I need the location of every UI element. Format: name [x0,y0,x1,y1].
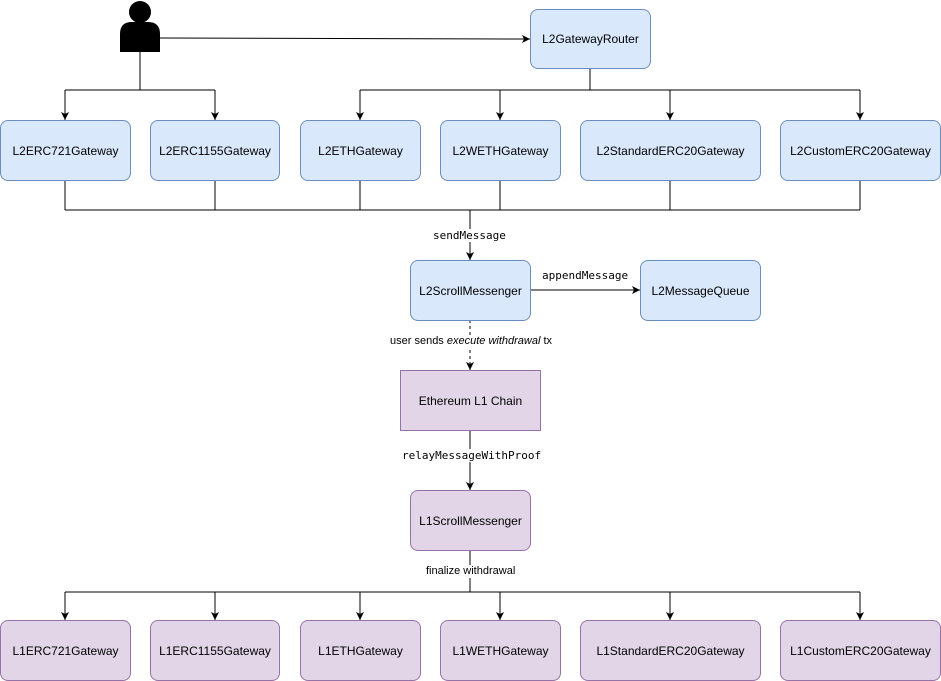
edge-label-finalize-withdrawal: finalize withdrawal [425,565,517,578]
edge-label-user-withdrawal-emphasis: execute withdrawal [446,335,541,347]
ethereum-l1-chain: Ethereum L1 Chain [400,370,541,431]
l2-erc1155-gateway: L2ERC1155Gateway [150,120,280,181]
l2-message-queue: L2MessageQueue [640,260,761,321]
l2-weth-gateway: L2WETHGateway [440,120,561,181]
connector-user-router [159,34,531,43]
l1-custom-erc20-gateway: L1CustomERC20Gateway [780,620,941,681]
l2-standard-erc20-gateway: L2StandardERC20Gateway [580,120,761,181]
l1-erc1155-gateway: L1ERC1155Gateway [150,620,280,681]
edge-label-user-withdrawal-suffix: tx [540,335,553,347]
l2-gateway-router: L2GatewayRouter [530,9,651,69]
user-icon [120,1,160,52]
l1-eth-gateway: L1ETHGateway [300,620,421,681]
l1-standard-erc20-gateway: L1StandardERC20Gateway [580,620,761,681]
l2-scroll-messenger: L2ScrollMessenger [410,260,531,321]
l1-scroll-messenger: L1ScrollMessenger [410,490,531,551]
edge-label-append-message: appendMessage [541,269,630,282]
l1-erc721-gateway: L1ERC721Gateway [0,620,131,681]
edge-label-relay-message: relayMessageWithProof [401,449,543,462]
l2-custom-erc20-gateway: L2CustomERC20Gateway [780,120,941,181]
l1-weth-gateway: L1WETHGateway [440,620,561,681]
edge-label-send-message: sendMessage [432,229,507,242]
edge-label-user-withdrawal: user sends execute withdrawal tx [389,335,554,348]
l2-eth-gateway: L2ETHGateway [300,120,421,181]
l2-erc721-gateway: L2ERC721Gateway [0,120,131,181]
edge-label-user-withdrawal-prefix: user sends [390,335,447,347]
